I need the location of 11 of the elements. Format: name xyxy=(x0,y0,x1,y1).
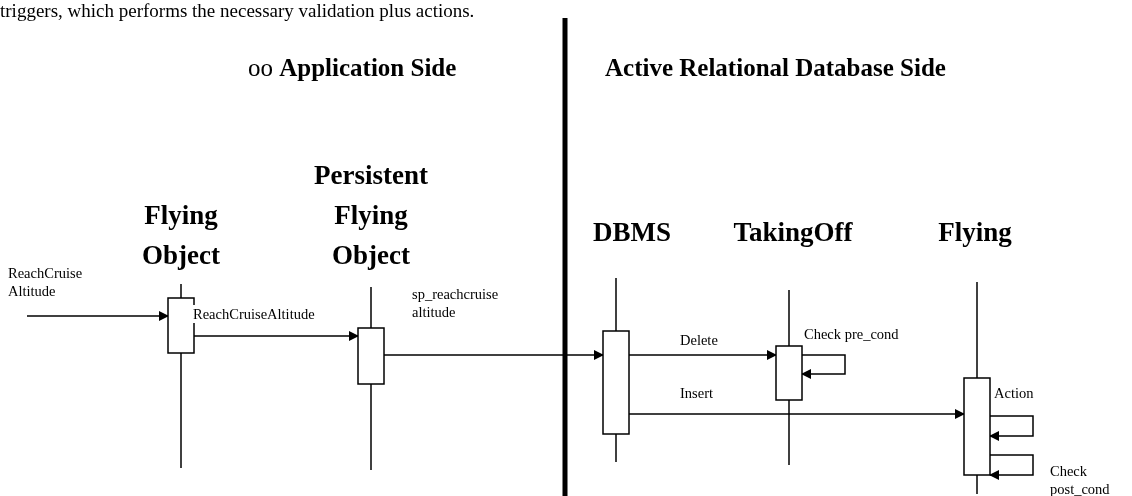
message-arrow xyxy=(26,311,169,321)
self-message-arrow xyxy=(989,454,1034,480)
section-heading: Active Relational Database Side xyxy=(605,54,946,82)
message-label: ReachCruiseAltitude xyxy=(193,305,315,323)
object-name: TakingOff xyxy=(732,216,854,249)
object-name: DBMS xyxy=(592,216,672,249)
object-name: Flying xyxy=(937,216,1013,249)
object-name: Persistent Flying Object xyxy=(313,159,429,272)
object-name: Flying Object xyxy=(141,199,221,272)
section-heading: oo Application Side xyxy=(248,54,457,82)
body-text: triggers, which performs the necessary validation plus actions. xyxy=(0,0,475,22)
